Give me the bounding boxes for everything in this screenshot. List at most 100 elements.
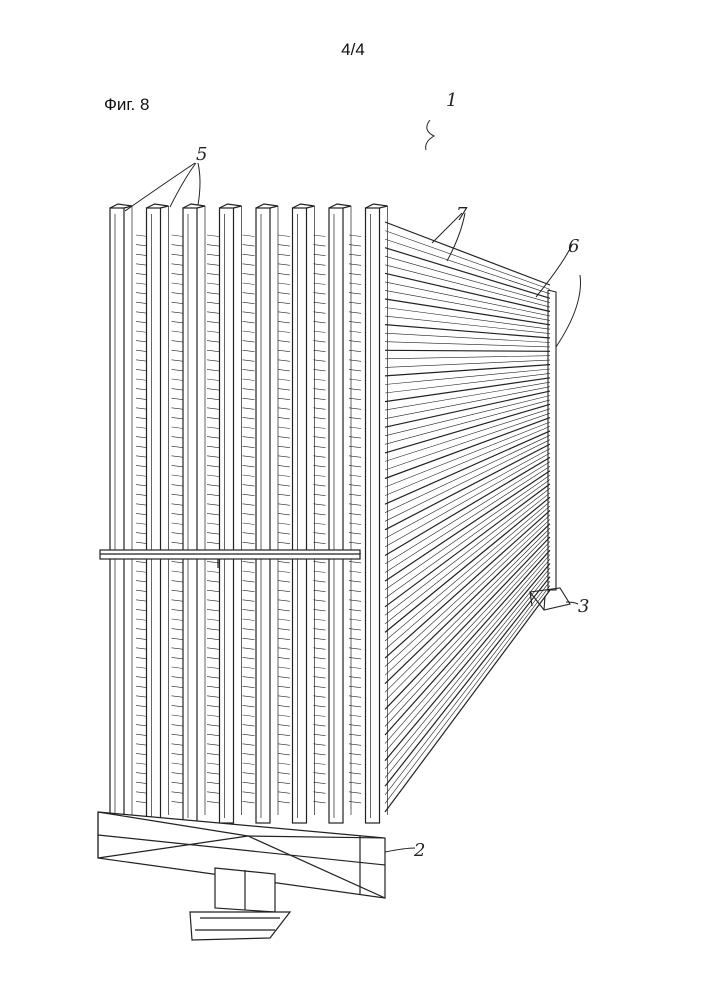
slat-line xyxy=(385,387,550,419)
slat-stub xyxy=(278,312,290,314)
slat-stub xyxy=(243,369,255,371)
slat-stub xyxy=(278,523,290,525)
slat-stub xyxy=(278,715,290,717)
slat-stub xyxy=(207,369,219,371)
slat-stub xyxy=(314,667,326,669)
slat-stub xyxy=(207,417,219,419)
slat-stub xyxy=(207,446,219,448)
slat-stub xyxy=(207,408,219,410)
slat-line xyxy=(385,577,550,787)
ref-numeral-3: 3 xyxy=(578,596,589,617)
upright xyxy=(366,204,388,823)
slat-stub xyxy=(172,446,184,448)
slat-stub xyxy=(172,245,184,247)
slat-stub xyxy=(243,456,255,458)
slat-stub xyxy=(172,686,184,688)
slat-stub xyxy=(243,235,255,237)
slat-stub xyxy=(314,773,326,775)
slat-stub xyxy=(207,321,219,323)
slat-stub xyxy=(314,293,326,295)
slat-stub xyxy=(172,350,184,352)
slat-stub xyxy=(278,629,290,631)
slat-stub xyxy=(243,686,255,688)
slat-stub xyxy=(314,619,326,621)
slat-stub xyxy=(172,561,184,563)
slat-stub xyxy=(243,427,255,429)
slat-stub xyxy=(278,581,290,583)
slat-line xyxy=(385,418,550,479)
slat-stub xyxy=(172,408,184,410)
slat-stub xyxy=(172,705,184,707)
slat-stub xyxy=(172,744,184,746)
slat-stub xyxy=(243,341,255,343)
slat-stub xyxy=(243,696,255,698)
slat-stub xyxy=(243,513,255,515)
slat-stub xyxy=(207,782,219,784)
slat-stub xyxy=(314,801,326,803)
slat-stub xyxy=(243,763,255,765)
slat-line xyxy=(385,231,550,290)
slat-stub xyxy=(314,571,326,573)
slat-stub xyxy=(278,763,290,765)
slat-line xyxy=(385,222,550,285)
slat-stub xyxy=(207,677,219,679)
slat-stub xyxy=(243,657,255,659)
slat-stub xyxy=(207,264,219,266)
slat-line xyxy=(385,350,550,351)
slat-stub xyxy=(243,494,255,496)
slat-stub xyxy=(172,379,184,381)
ref-numeral-7: 7 xyxy=(456,204,468,225)
slat-stub xyxy=(314,763,326,765)
slat-stub xyxy=(278,235,290,237)
slat-line xyxy=(385,404,550,453)
slat-stub xyxy=(243,773,255,775)
slat-stub xyxy=(314,494,326,496)
slat-stub xyxy=(172,254,184,256)
slat-stub xyxy=(207,235,219,237)
slat-stub xyxy=(278,744,290,746)
slat-stub xyxy=(243,417,255,419)
slat-stub xyxy=(243,389,255,391)
slat-stub xyxy=(207,293,219,295)
slat-stub xyxy=(243,379,255,381)
slat-stub xyxy=(314,273,326,275)
slat-stub xyxy=(278,446,290,448)
slat-stub xyxy=(172,657,184,659)
slat-stub xyxy=(278,533,290,535)
slat-stub xyxy=(243,331,255,333)
upright xyxy=(147,204,169,823)
slat-stub xyxy=(207,648,219,650)
slat-stub xyxy=(243,753,255,755)
slat-stub xyxy=(314,475,326,477)
slat-line xyxy=(385,515,550,667)
slat-stub xyxy=(243,504,255,506)
slat-stub xyxy=(207,705,219,707)
slat-stub xyxy=(243,571,255,573)
slat-stub xyxy=(207,245,219,247)
slat-stub xyxy=(314,254,326,256)
slat-line xyxy=(385,435,550,512)
slat-stub xyxy=(314,408,326,410)
slat-stub xyxy=(278,542,290,544)
slat-stub xyxy=(172,667,184,669)
slat-stub xyxy=(207,600,219,602)
slat-line xyxy=(385,239,550,294)
slat-stub xyxy=(207,744,219,746)
slat-stub xyxy=(207,302,219,304)
slat-stub xyxy=(207,763,219,765)
slat-stub xyxy=(314,379,326,381)
slat-stub xyxy=(278,254,290,256)
slat-stub xyxy=(172,264,184,266)
slat-stub xyxy=(314,513,326,515)
slat-stub xyxy=(314,331,326,333)
slat-stub xyxy=(314,504,326,506)
slat-line xyxy=(385,299,550,325)
slat-stub xyxy=(243,715,255,717)
slat-stub xyxy=(278,609,290,611)
slat-stub xyxy=(207,773,219,775)
slat-stub xyxy=(278,398,290,400)
slat-stub xyxy=(207,398,219,400)
slat-line xyxy=(385,524,550,684)
slat-stub xyxy=(314,302,326,304)
